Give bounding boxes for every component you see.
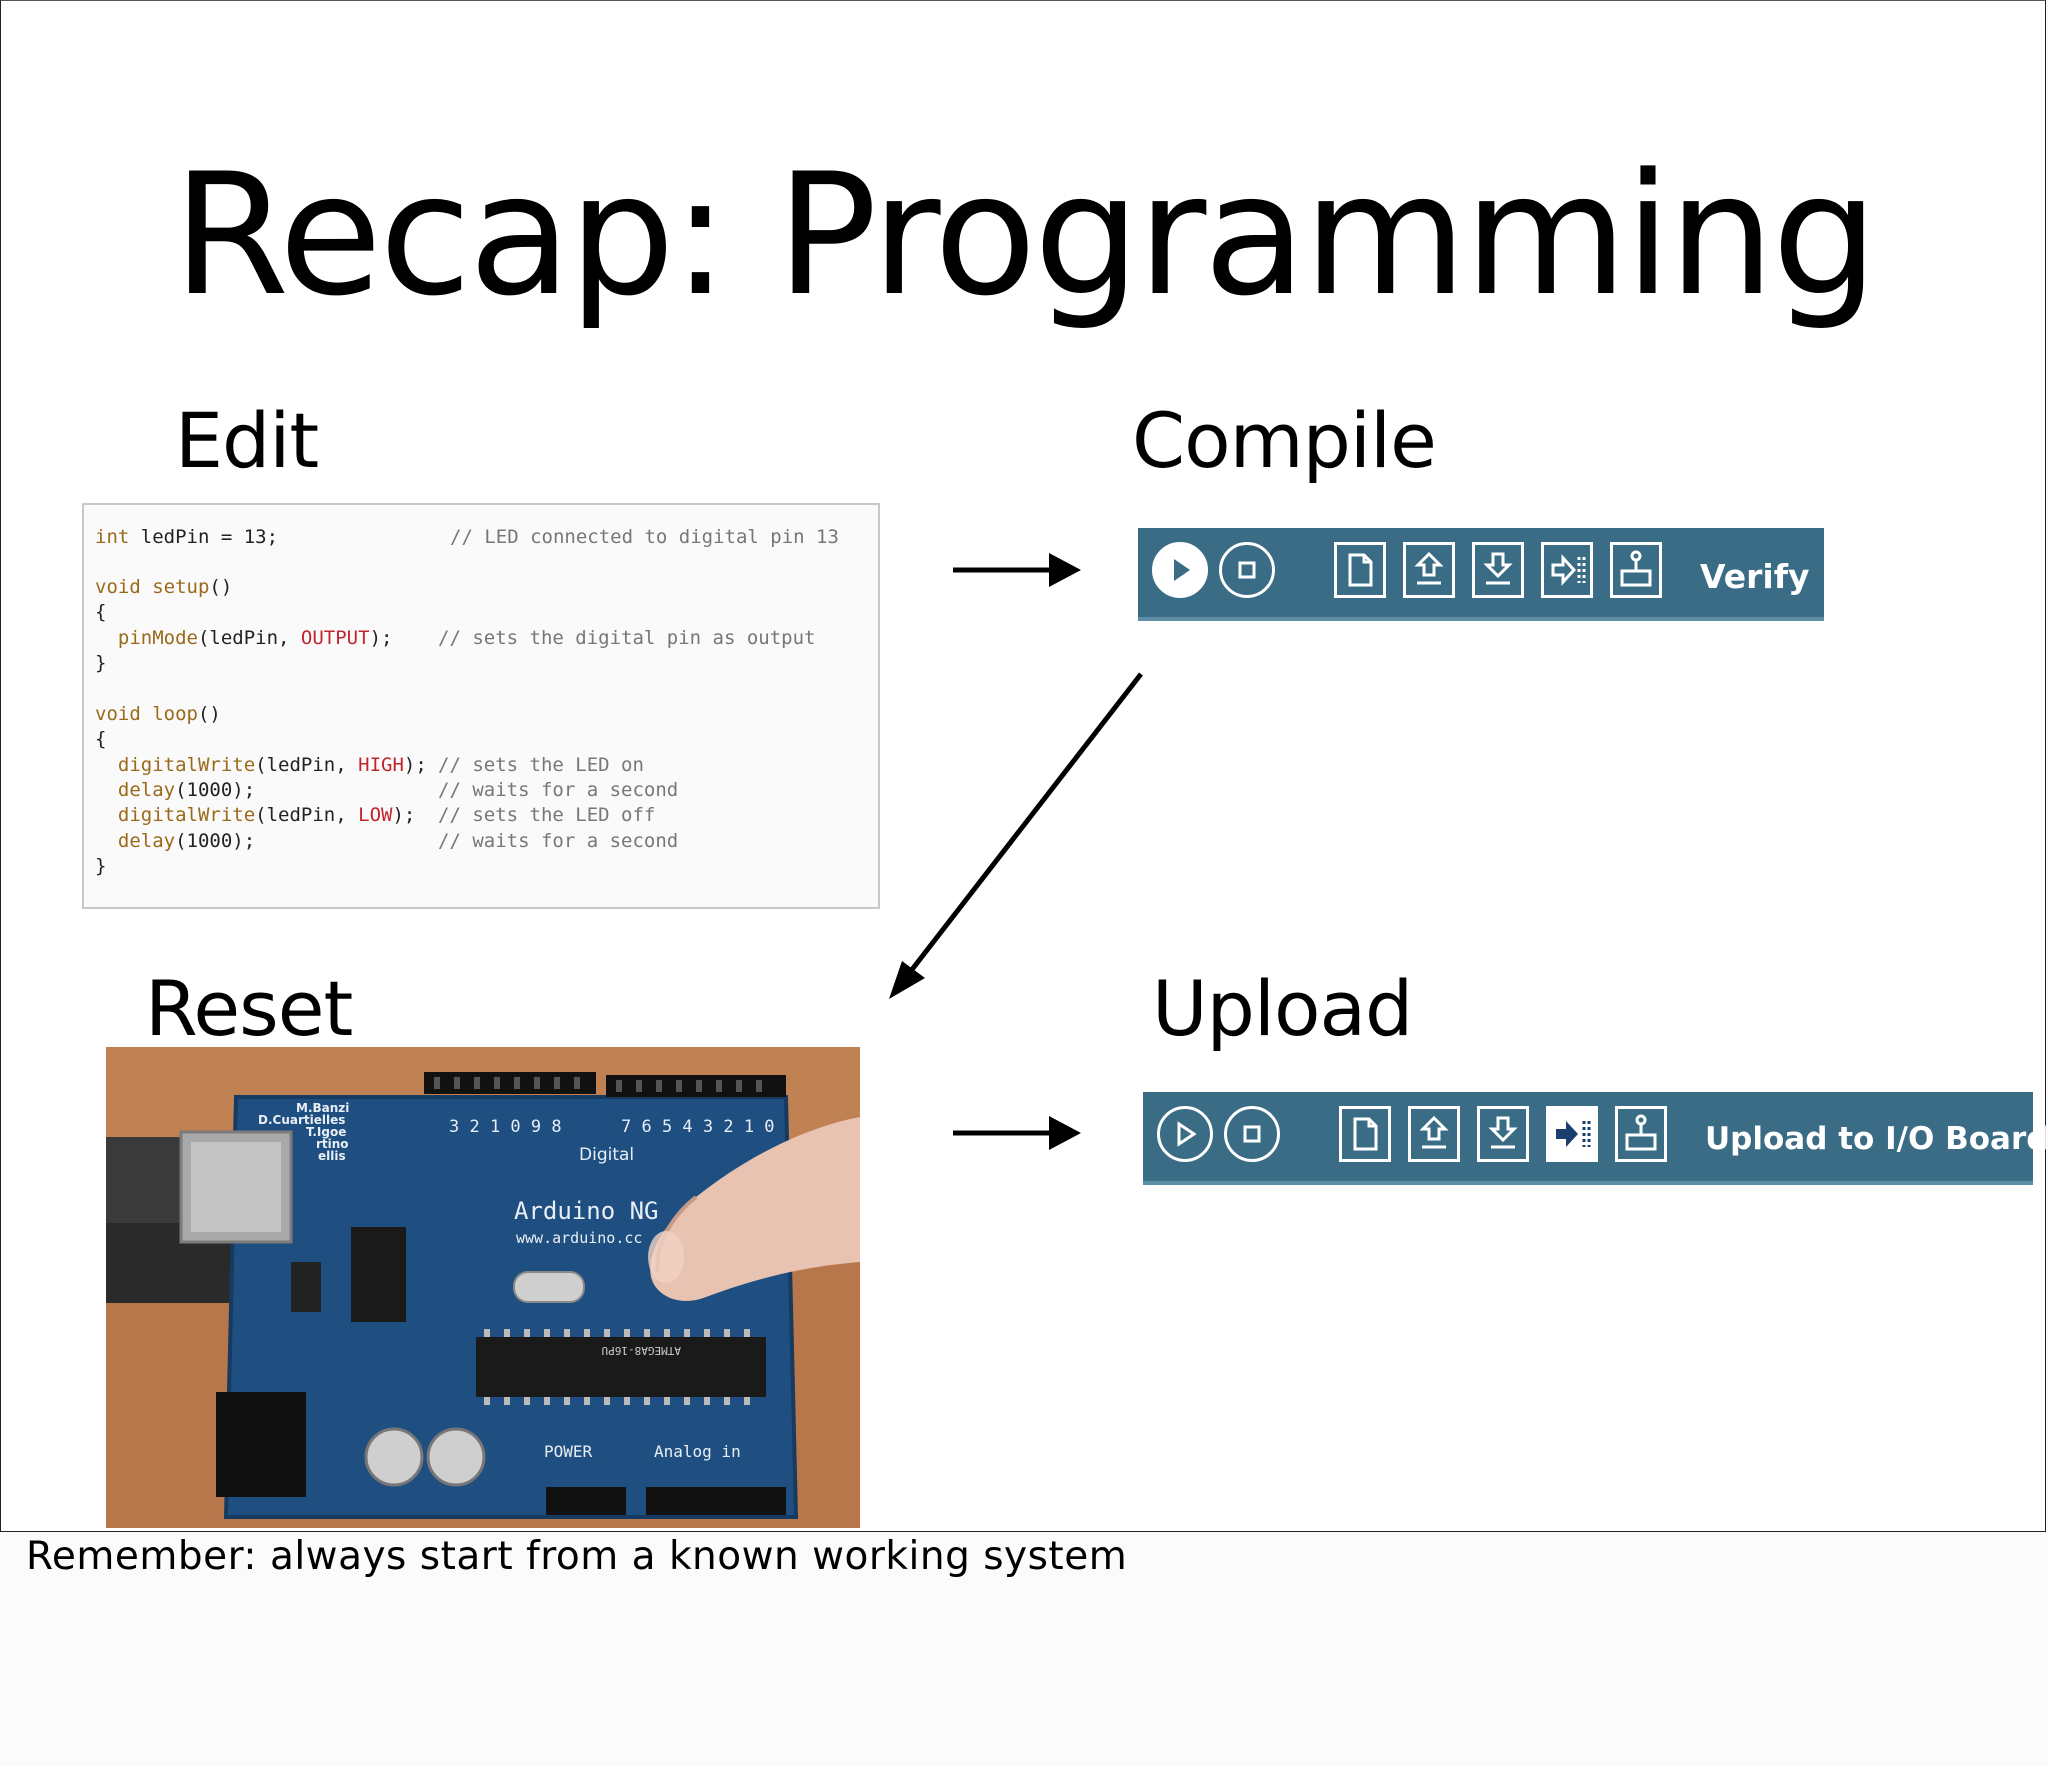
play-icon <box>1174 559 1190 581</box>
finger <box>650 1117 860 1301</box>
svg-text:ellis: ellis <box>318 1149 346 1163</box>
code-line: digitalWrite(ledPin, LOW); <box>117 804 416 826</box>
arrow-compile-to-reset-icon <box>889 672 1143 999</box>
arduino-board-photo: 3 2 1 0 9 8 7 6 5 4 3 2 1 0 Digital Ardu… <box>106 1047 860 1528</box>
save-button[interactable] <box>1472 542 1524 598</box>
crystal <box>513 1271 585 1303</box>
slide-title: Recap: Programming <box>172 137 1879 333</box>
step-label-compile: Compile <box>1132 396 1437 485</box>
verify-button[interactable] <box>1157 1106 1213 1162</box>
capacitor <box>426 1427 486 1487</box>
svg-text:rtino: rtino <box>316 1137 349 1151</box>
svg-text:D.Cuartielles: D.Cuartielles <box>258 1113 345 1127</box>
save-button[interactable] <box>1477 1106 1529 1162</box>
atmega-chip <box>476 1337 766 1397</box>
save-download-icon <box>1483 552 1513 585</box>
arrow-reset-to-upload-icon <box>953 1116 1081 1150</box>
code-comment: // waits for a second <box>438 779 679 801</box>
code-line: int ledPin = 13; <box>95 526 279 548</box>
upload-label: Upload to I/O Board <box>1705 1121 2048 1157</box>
board-label-analog: Analog in <box>654 1442 741 1461</box>
stop-button[interactable] <box>1224 1106 1280 1162</box>
code-line: } <box>95 652 107 674</box>
open-upload-icon <box>1419 1115 1449 1149</box>
upload-toolbar: Upload to I/O Board <box>1143 1092 2048 1185</box>
board-label-url: www.arduino.cc <box>516 1229 642 1247</box>
serial-monitor-button[interactable] <box>1610 542 1662 598</box>
chip-label: ATMEGA8-16PU <box>602 1344 681 1357</box>
stop-icon <box>1243 1125 1261 1143</box>
verify-label: Verify <box>1700 557 1810 596</box>
verify-button[interactable] <box>1152 542 1208 598</box>
code-comment: // sets the LED off <box>438 804 656 826</box>
board-label-digital: Digital <box>579 1145 634 1165</box>
code-line: digitalWrite(ledPin, HIGH); <box>117 754 427 776</box>
serial-monitor-button[interactable] <box>1615 1106 1667 1162</box>
open-button[interactable] <box>1403 542 1455 598</box>
svg-text:3 2 1 0 9 8: 3 2 1 0 9 8 <box>449 1117 562 1137</box>
code-line: } <box>95 855 107 877</box>
upload-arrow-icon <box>1556 1121 1591 1147</box>
svg-text:T.Igoe: T.Igoe <box>306 1125 346 1139</box>
upload-arrow-icon <box>1551 554 1586 586</box>
svg-text:7 6 5 4 3 2 1 0: 7 6 5 4 3 2 1 0 <box>621 1117 775 1137</box>
code-comment: // waits for a second <box>438 830 679 852</box>
digital-header-a <box>424 1072 596 1094</box>
code-comment: // LED connected to digital pin 13 <box>450 526 839 548</box>
ftdi-chip <box>351 1227 406 1322</box>
stop-button[interactable] <box>1219 542 1275 598</box>
open-button[interactable] <box>1408 1106 1460 1162</box>
flow-arrows <box>889 553 1143 1150</box>
step-label-edit: Edit <box>175 396 319 485</box>
code-comment: // sets the LED on <box>438 754 644 776</box>
pcb-board <box>226 1097 796 1517</box>
code-line: delay(1000); <box>117 830 256 852</box>
open-upload-icon <box>1414 551 1444 585</box>
verify-toolbar: Verify <box>1138 528 1824 621</box>
analog-header <box>646 1487 786 1515</box>
code-line: { <box>95 728 107 750</box>
new-file-icon <box>1353 1117 1378 1151</box>
code-line: delay(1000); <box>117 779 256 801</box>
new-button[interactable] <box>1334 542 1386 598</box>
board-label-model: Arduino NG <box>514 1197 659 1225</box>
serial-monitor-icon <box>1625 1114 1657 1151</box>
svg-text:M.Banzi: M.Banzi <box>296 1101 349 1115</box>
footer-note: Remember: always start from a known work… <box>26 1534 1128 1579</box>
jumper <box>291 1262 321 1312</box>
power-jack <box>216 1392 306 1497</box>
upload-button[interactable] <box>1541 542 1593 598</box>
slide: Recap: Programming Edit Compile Reset Up… <box>0 0 2048 1532</box>
board-credits: M.Banzi D.Cuartielles T.Igoe rtino ellis <box>258 1101 349 1163</box>
new-file-icon <box>1348 553 1373 587</box>
new-button[interactable] <box>1339 1106 1391 1162</box>
serial-monitor-icon <box>1620 550 1652 587</box>
save-download-icon <box>1488 1116 1518 1149</box>
code-line: void loop() <box>95 703 221 725</box>
power-header <box>546 1487 626 1515</box>
code-editor: int ledPin = 13; void setup() { pinMode(… <box>82 503 880 909</box>
code-line: void setup() <box>95 576 233 598</box>
upload-button[interactable] <box>1546 1106 1598 1162</box>
arrow-edit-to-compile-icon <box>953 553 1081 587</box>
code-comment: // sets the digital pin as output <box>438 627 816 649</box>
play-outline-icon <box>1177 1121 1197 1147</box>
board-label-power: POWER <box>544 1442 593 1461</box>
stop-icon <box>1238 561 1256 579</box>
step-label-reset: Reset <box>145 964 353 1053</box>
code-line: { <box>95 601 107 623</box>
code-line: pinMode(ledPin, OUTPUT); <box>117 627 393 649</box>
step-label-upload: Upload <box>1152 964 1413 1053</box>
capacitor <box>364 1427 424 1487</box>
